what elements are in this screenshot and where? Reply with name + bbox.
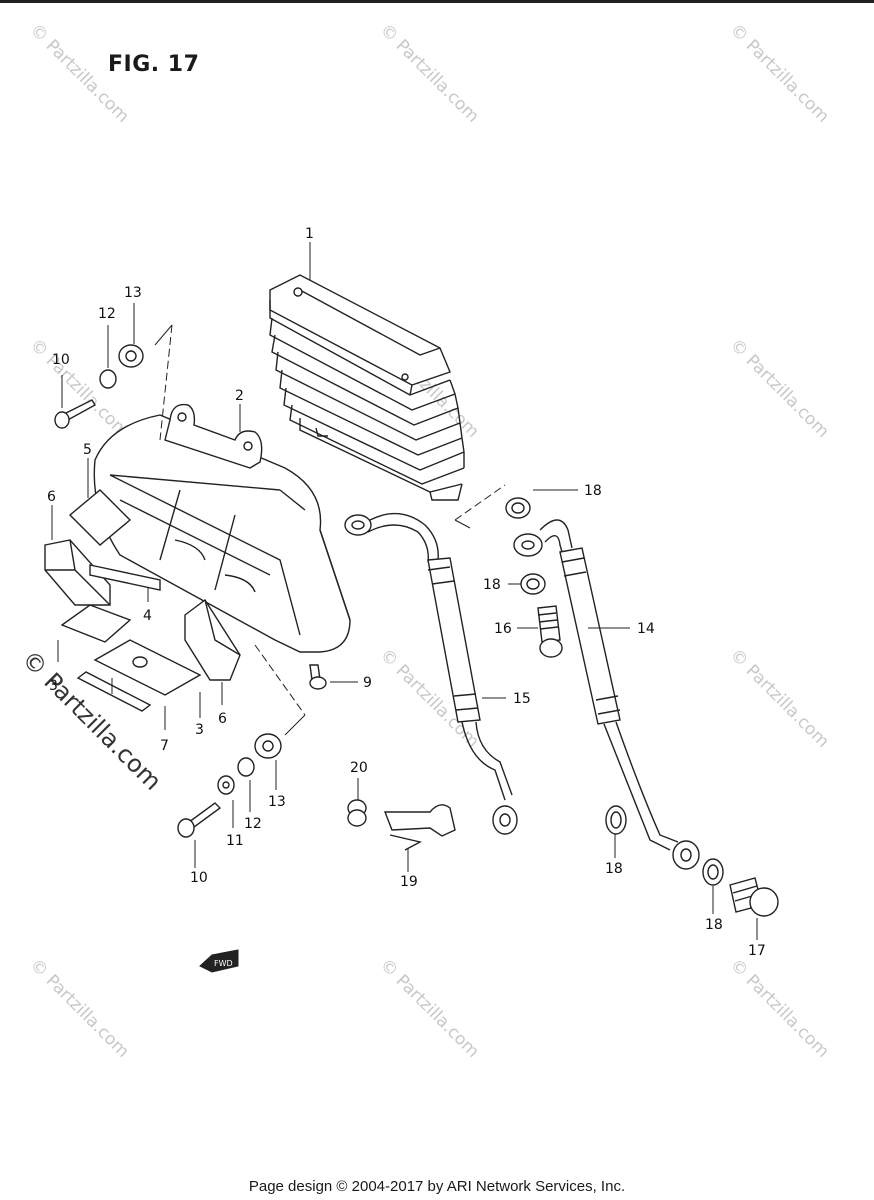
footer-copyright: Page design © 2004-2017 by ARI Network S… [248,1178,626,1195]
bracket-part[interactable] [164,403,263,469]
bolt-17-part[interactable] [729,877,779,917]
callout-15: 15 [513,691,531,707]
callout-14: 14 [637,621,655,637]
callout-11: 11 [226,833,244,849]
grommet-13-lower-part[interactable] [254,733,282,759]
figure-title: FIG. 17 [108,52,200,77]
callout-6b: 6 [218,711,227,727]
rubber-cushion-6b-part[interactable] [184,598,241,681]
strip-7-part[interactable] [76,671,152,712]
bolt-10-upper-part[interactable] [54,399,96,429]
callout-20: 20 [350,760,368,776]
bolt-9-part[interactable] [309,664,327,690]
gasket-18-mid-part[interactable] [520,573,546,595]
rubber-cushion-6-part[interactable] [44,539,111,606]
forward-arrow-icon: FWD [199,949,239,973]
top-border [0,0,874,3]
callout-12b: 12 [244,816,262,832]
plate-3-part[interactable] [60,604,132,643]
callout-19: 19 [400,874,418,890]
callout-labels: 1 2 3 3 4 5 6 6 7 9 10 10 11 12 12 13 13… [47,226,766,959]
lower-plate-part[interactable] [93,639,202,696]
callout-10b: 10 [190,870,208,886]
callout-17: 17 [748,943,766,959]
callout-13b: 13 [268,794,286,810]
callout-18d: 18 [705,917,723,933]
bolt-10-lower-part[interactable] [177,802,222,838]
callout-1: 1 [305,226,314,242]
callout-13a: 13 [124,285,142,301]
leader-lines [51,242,758,940]
callout-18c: 18 [605,861,623,877]
callout-6a: 6 [47,489,56,505]
oil-cooler-part[interactable] [269,274,465,501]
callout-2: 2 [235,388,244,404]
reference-lines [154,324,506,736]
oil-hose-15-part[interactable] [344,512,518,835]
gasket-18-upper-part[interactable] [505,497,531,519]
callout-16: 16 [494,621,512,637]
callout-18a: 18 [584,483,602,499]
callout-9: 9 [363,675,372,691]
rod-4-part[interactable] [89,564,161,591]
callout-5: 5 [83,442,92,458]
oil-hose-14-part[interactable] [513,519,700,870]
grommet-20-part[interactable] [347,799,367,827]
grommet-13-upper-part[interactable] [118,344,144,368]
callout-10a: 10 [52,352,70,368]
clamp-19-part[interactable] [383,804,456,851]
callout-4: 4 [143,608,152,624]
collar-12-lower-part[interactable] [237,757,255,777]
callout-12a: 12 [98,306,116,322]
callout-3b: 3 [195,722,204,738]
washer-11-part[interactable] [217,775,235,795]
callout-7: 7 [160,738,169,754]
callout-3a: 3 [49,678,58,694]
collar-12-upper-part[interactable] [99,369,117,389]
union-bolt-16-part[interactable] [537,605,563,658]
gasket-18-bolt-part[interactable] [702,858,724,886]
rubber-5-part[interactable] [68,489,132,546]
gasket-18-low-part[interactable] [605,805,627,835]
fwd-label: FWD [214,959,233,968]
callout-18b: 18 [483,577,501,593]
